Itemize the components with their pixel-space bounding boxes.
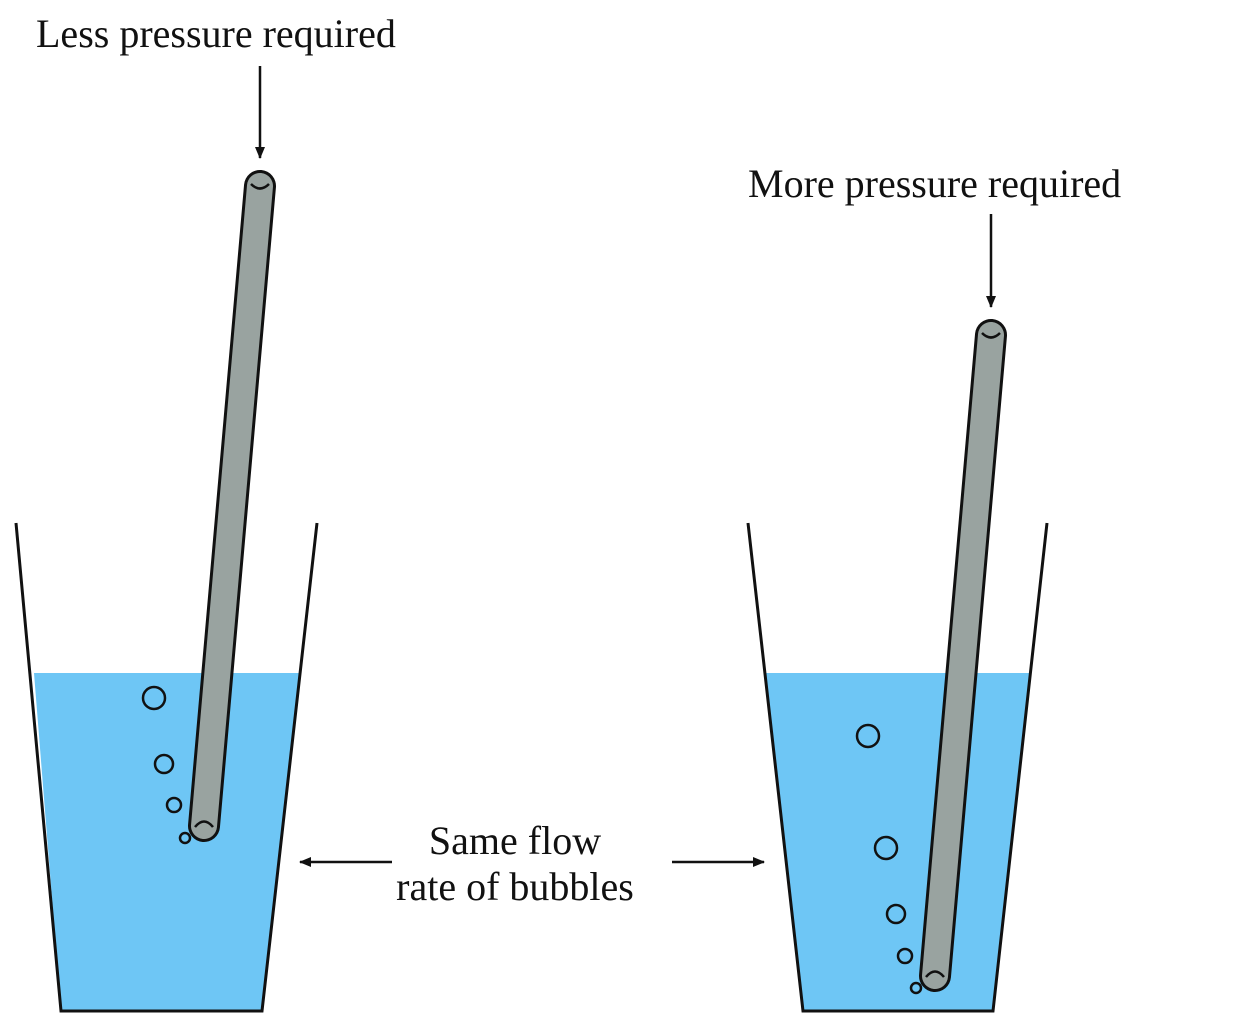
left-water <box>34 673 299 1011</box>
left-beaker-outline <box>14 522 319 1013</box>
more-pressure-label: More pressure required <box>748 161 1122 206</box>
bubble <box>153 753 175 775</box>
right-beaker-outline <box>746 522 1049 1013</box>
bubble <box>855 723 881 749</box>
bubble <box>165 796 183 814</box>
left-tube <box>188 170 276 842</box>
bubble <box>178 831 192 845</box>
same-flow-line2: rate of bubbles <box>396 864 634 909</box>
less-pressure-label: Less pressure required <box>36 11 396 56</box>
bubble <box>873 835 899 861</box>
bubble <box>909 981 923 995</box>
bubble <box>885 903 907 925</box>
left-bubbles <box>141 685 192 845</box>
right-tube-top-opening <box>981 332 1001 339</box>
right-tube <box>919 319 1007 992</box>
same-flow-line1: Same flow <box>428 818 602 863</box>
right-tube-bottom-opening <box>925 970 945 978</box>
left-tube-top-opening <box>250 183 270 190</box>
left-beaker <box>14 522 319 1013</box>
bubble <box>141 685 167 711</box>
left-tube-bottom-opening <box>194 820 214 828</box>
right-bubbles <box>855 723 923 995</box>
right-beaker <box>746 522 1049 1013</box>
bubble <box>896 947 914 965</box>
same-flow-label: Same flow rate of bubbles <box>340 818 690 910</box>
